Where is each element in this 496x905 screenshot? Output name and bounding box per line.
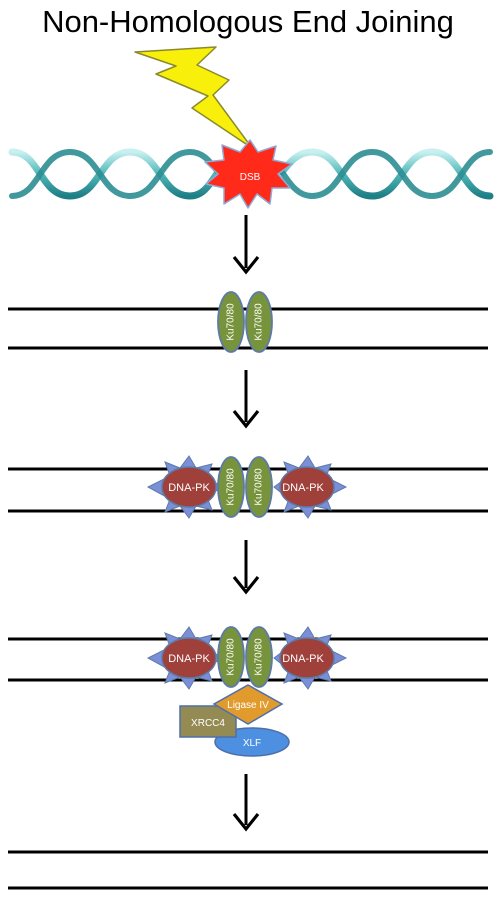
ku70-80-left: Ku70/80 <box>217 456 245 518</box>
dnapk-right: DNA-PK <box>273 626 348 690</box>
dnapk-label: DNA-PK <box>168 653 210 665</box>
ku-label: Ku70/80 <box>226 638 237 676</box>
ligase-iv: Ligase IV <box>212 684 284 725</box>
dnapk-label: DNA-PK <box>282 653 324 665</box>
ku-label: Ku70/80 <box>226 303 237 341</box>
arrow-down-icon <box>232 370 260 429</box>
dnapk-label: DNA-PK <box>282 482 324 494</box>
ku70-80-right: Ku70/80 <box>245 456 273 518</box>
arrow-down-icon <box>232 215 260 275</box>
ku70-80-left: Ku70/80 <box>217 626 245 688</box>
ku-label: Ku70/80 <box>254 638 265 676</box>
ligase-label: Ligase IV <box>227 700 269 711</box>
ku70-80-right: Ku70/80 <box>245 291 273 353</box>
xlf-label: XLF <box>243 738 261 749</box>
dsb-label: DSB <box>240 172 261 183</box>
dnapk-left: DNA-PK <box>146 626 223 690</box>
xrcc4-label: XRCC4 <box>191 718 225 729</box>
arrow-down-icon <box>232 774 260 832</box>
lightning-bolt-icon <box>134 46 253 149</box>
dnapk-label: DNA-PK <box>168 482 210 494</box>
dnapk-left: DNA-PK <box>146 455 223 519</box>
ku-label: Ku70/80 <box>254 468 265 506</box>
ku-label: Ku70/80 <box>254 303 265 341</box>
dna-helix-left <box>8 148 222 200</box>
diagram-title: Non-Homologous End Joining <box>42 4 454 39</box>
ku-label: Ku70/80 <box>226 468 237 506</box>
dsb-burst-icon <box>204 139 293 209</box>
arrow-down-icon <box>232 540 260 595</box>
dna-helix-right <box>278 148 494 200</box>
dnapk-right: DNA-PK <box>273 455 348 519</box>
ku70-80-right: Ku70/80 <box>245 626 273 688</box>
ku70-80-left: Ku70/80 <box>217 291 245 353</box>
